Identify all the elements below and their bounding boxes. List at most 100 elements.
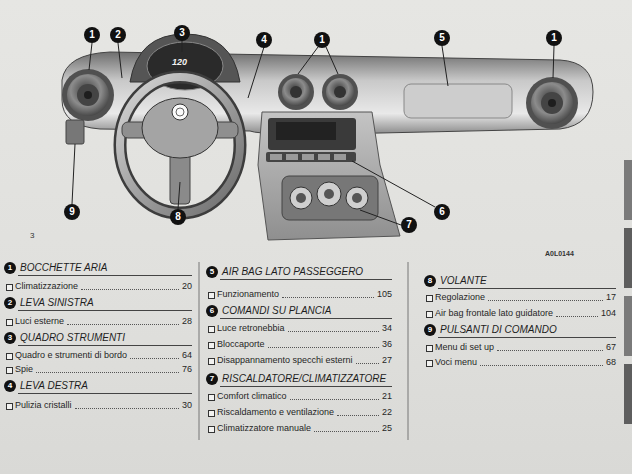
index-entry: Pulizia cristalli (15, 400, 72, 410)
callout-text: 4 (261, 35, 267, 45)
dot-leader (75, 408, 179, 409)
page-reference: 76 (182, 364, 192, 374)
index-entry: Spie (15, 364, 33, 374)
index-entry: Luci esterne (15, 316, 64, 326)
callout-number: 8 (424, 275, 436, 287)
dot-leader (556, 316, 598, 317)
dot-leader (81, 289, 179, 290)
index-entry: Menu di set up (435, 342, 494, 352)
figure-code: A0L0144 (545, 250, 574, 257)
page-reference: 17 (606, 292, 616, 302)
callout-text: 1 (8, 264, 12, 272)
index-entry: Comfort climatico (217, 391, 287, 401)
checkbox-symbol (208, 410, 215, 417)
page-reference: 104 (601, 308, 616, 318)
page-reference: 67 (606, 342, 616, 352)
dot-leader (356, 363, 379, 364)
heading-rule (438, 337, 616, 338)
callout-text: 6 (210, 307, 214, 315)
callout-number: 2 (110, 27, 126, 43)
callout-text: 1 (89, 30, 95, 40)
checkbox-symbol (426, 311, 433, 318)
page-reference: 28 (182, 316, 192, 326)
index-entry: Quadro e strumenti di bordo (15, 350, 127, 360)
callout-number: 6 (434, 204, 450, 220)
page-reference: 68 (606, 357, 616, 367)
heading-rule (18, 393, 192, 394)
checkbox-symbol (6, 319, 13, 326)
callout-number: 6 (206, 305, 218, 317)
checkbox-symbol (6, 367, 13, 374)
callout-text: 2 (8, 299, 12, 307)
callout-number: 5 (434, 30, 450, 46)
page-reference: 30 (182, 400, 192, 410)
index-entry: Voci menu (435, 357, 477, 367)
checkbox-symbol (6, 284, 13, 291)
page-reference: 20 (182, 281, 192, 291)
callout-number: 9 (424, 324, 436, 336)
callout-number: 1 (546, 30, 562, 46)
page-reference: 25 (382, 423, 392, 433)
callout-text: 1 (551, 33, 557, 43)
heading-rule (220, 386, 392, 387)
index-entry: Climatizzazione (15, 281, 78, 291)
section-heading: LEVA DESTRA (20, 380, 88, 391)
callout-text: 4 (8, 382, 12, 390)
callout-number: 5 (206, 266, 218, 278)
section-heading: LEVA SINISTRA (20, 297, 94, 308)
index-entry: Regolazione (435, 292, 485, 302)
page-reference: 34 (382, 323, 392, 333)
section-heading: RISCALDATORE/CLIMATIZZATORE (222, 373, 386, 384)
callout-text: 5 (210, 268, 214, 276)
dot-leader (337, 415, 379, 416)
dot-leader (282, 297, 374, 298)
callout-number: 1 (4, 262, 16, 274)
page-reference: 36 (382, 339, 392, 349)
checkbox-symbol (208, 342, 215, 349)
heading-rule (220, 318, 392, 319)
dot-leader (488, 300, 603, 301)
heading-rule (18, 345, 192, 346)
callout-number: 7 (206, 373, 218, 385)
index-entry: Riscaldamento e ventilazione (217, 407, 334, 417)
checkbox-symbol (426, 345, 433, 352)
callout-number: 1 (84, 27, 100, 43)
callout-text: 7 (210, 375, 214, 383)
section-heading: PULSANTI DI COMANDO (440, 324, 557, 335)
section-heading: QUADRO STRUMENTI (20, 332, 125, 343)
callout-text: 1 (319, 35, 325, 45)
dot-leader (67, 324, 179, 325)
callout-text: 2 (115, 30, 121, 40)
page-reference: 105 (377, 289, 392, 299)
index-entry: Disappannamento specchi esterni (217, 355, 353, 365)
callout-text: 5 (439, 33, 445, 43)
callout-text: 7 (406, 220, 412, 230)
section-heading: BOCCHETTE ARIA (20, 262, 107, 273)
dot-leader (497, 350, 603, 351)
dot-leader (290, 399, 379, 400)
heading-rule (220, 279, 392, 280)
callout-number: 8 (170, 209, 186, 225)
callout-number: 4 (4, 380, 16, 392)
index-entry: Funzionamento (217, 289, 279, 299)
checkbox-symbol (208, 292, 215, 299)
callout-text: 3 (8, 334, 12, 342)
checkbox-symbol (208, 426, 215, 433)
page-reference: 27 (382, 355, 392, 365)
checkbox-symbol (6, 403, 13, 410)
dot-leader (314, 431, 379, 432)
checkbox-symbol (208, 326, 215, 333)
dot-leader (480, 365, 603, 366)
index-entry: Air bag frontale lato guidatore (435, 308, 553, 318)
index-entry: Climatizzatore manuale (217, 423, 311, 433)
section-heading: VOLANTE (440, 275, 487, 286)
heading-rule (438, 288, 616, 289)
dot-leader (268, 347, 379, 348)
page-number: 3 (30, 231, 34, 240)
checkbox-symbol (6, 353, 13, 360)
checkbox-symbol (208, 358, 215, 365)
callout-number: 1 (314, 32, 330, 48)
callout-number: 7 (401, 217, 417, 233)
